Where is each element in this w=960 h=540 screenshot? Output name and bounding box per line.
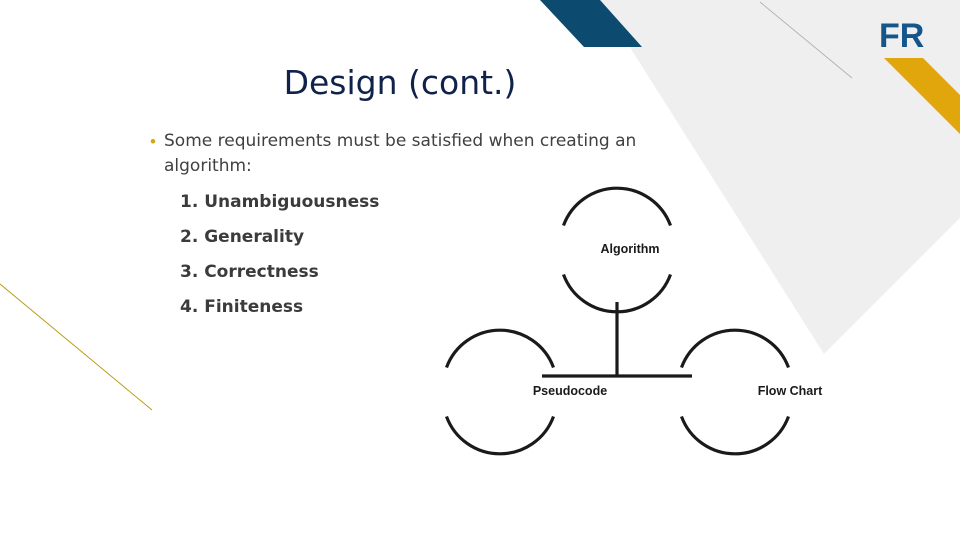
- diagram-label-flowchart: Flow Chart: [757, 384, 823, 398]
- page-title: Design (cont.): [283, 63, 517, 102]
- diagram-label-pseudocode: Pseudocode: [532, 384, 608, 398]
- diagram-svg: [444, 186, 791, 456]
- pseudocode-node-arc-bottom: [444, 415, 556, 456]
- flowchart-node-arc-bottom: [679, 415, 791, 456]
- pseudocode-node-arc-top: [444, 328, 556, 369]
- bullet-item-text: Some requirements must be satisfied when…: [164, 131, 637, 176]
- flowchart-node-arc-top: [679, 328, 791, 369]
- requirements-list: 1. Unambiguousness 2. Generality 3. Corr…: [150, 190, 750, 319]
- algorithm-node-arc-top: [561, 186, 673, 227]
- requirement-item-1: 1. Unambiguousness: [180, 192, 380, 212]
- fr-logo: FR: [879, 17, 925, 55]
- bullet-dot-icon: •: [150, 132, 156, 151]
- gold-diagonal-stripe: [884, 58, 960, 134]
- algorithm-diagram: Algorithm Pseudocode Flow Chart: [430, 180, 830, 470]
- navy-diagonal-band: [540, 0, 642, 47]
- bullet-list-item: • Some requirements must be satisfied wh…: [150, 129, 750, 179]
- diagram-label-algorithm: Algorithm: [600, 242, 660, 256]
- requirement-item-3: 3. Correctness: [180, 262, 319, 282]
- gold-hairline: [0, 283, 153, 411]
- slide-body: • Some requirements must be satisfied wh…: [150, 129, 750, 330]
- requirement-item-4: 4. Finiteness: [180, 297, 304, 317]
- requirement-item-2: 2. Generality: [180, 227, 305, 247]
